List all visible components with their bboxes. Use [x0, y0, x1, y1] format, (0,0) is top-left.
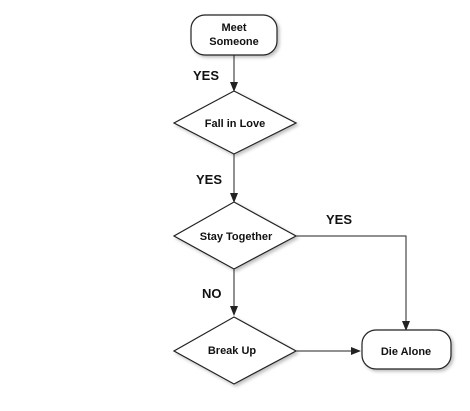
node-break-up: Break Up [172, 316, 298, 385]
node-break-up-label: Break Up [208, 345, 257, 357]
node-meet-someone-line2: Someone [209, 36, 259, 48]
node-meet-someone-line1: Meet [221, 22, 246, 34]
node-fall-in-love-label: Fall in Love [205, 118, 266, 130]
node-stay-together-label: Stay Together [200, 231, 273, 243]
node-die-alone: Die Alone [361, 329, 452, 370]
edge-label-stay-to-alone: YES [326, 212, 352, 227]
node-meet-someone: Meet Someone [190, 14, 278, 56]
node-die-alone-label: Die Alone [381, 346, 431, 358]
edge-label-stay-to-breakup: NO [202, 286, 222, 301]
node-fall-in-love: Fall in Love [172, 90, 298, 155]
node-stay-together: Stay Together [172, 201, 298, 270]
edge-stay-to-alone [296, 235, 410, 331]
edge-label-fall-to-stay: YES [196, 172, 222, 187]
edge-label-meet-to-fall: YES [193, 68, 219, 83]
